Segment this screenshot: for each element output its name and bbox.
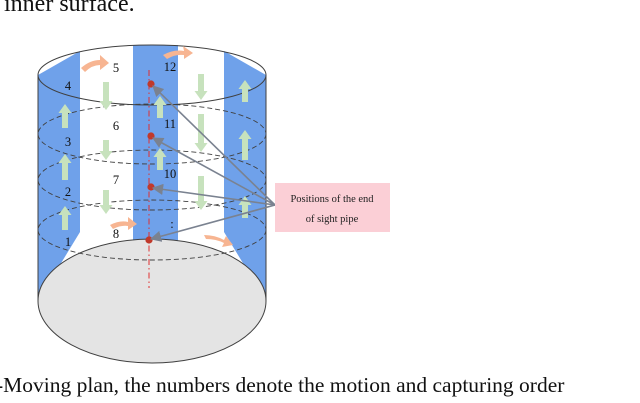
order-number-8: 8: [113, 227, 119, 241]
blue-strip-left: [38, 51, 80, 301]
level-ring-2: [37, 149, 267, 211]
cylinder-base: [37, 238, 267, 364]
pointer-line-1: [152, 85, 276, 206]
end-position-marker-3: [147, 183, 155, 191]
order-number-6: 6: [113, 119, 119, 133]
green-motion-arrow-1: [58, 206, 72, 230]
orange-arrow-top-left: [81, 55, 109, 72]
green-motion-arrow-13: [238, 130, 252, 160]
pointer-line-4: [149, 204, 276, 242]
figure-caption: -Moving plan, the numbers denote the mot…: [0, 373, 565, 397]
orange-arrow-bottom-left: [110, 217, 137, 230]
dashed-level-rings: [37, 103, 267, 261]
callout-box: [275, 183, 390, 232]
order-number-4: 4: [65, 79, 72, 93]
orange-transition-arrows: [81, 46, 233, 247]
order-numbers: 1 2 3 4 5 6 7 8 10 11 12 :: [65, 60, 176, 249]
green-motion-arrow-4: [99, 82, 113, 110]
pointer-line-2: [152, 137, 276, 206]
green-motion-arrow-5: [99, 140, 113, 160]
green-motion-arrow-12: [238, 80, 252, 102]
callout-label-line2: of sight pipe: [306, 214, 359, 225]
order-number-10: 10: [164, 167, 177, 181]
order-number-1: 1: [65, 235, 71, 249]
cylinder-moving-plan-diagram: Positions of the end of sight pipe 1 2 3…: [37, 44, 390, 364]
order-number-5: 5: [113, 61, 119, 75]
end-position-marker-4: [145, 236, 153, 244]
green-motion-arrow-3: [58, 104, 72, 128]
order-number-7: 7: [113, 173, 119, 187]
header-text-fragment: inner surface.: [4, 0, 135, 17]
green-motion-arrow-11: [194, 176, 208, 210]
stray-mark: :: [170, 217, 173, 231]
green-motion-arrow-8: [153, 96, 167, 118]
level-ring-3: [37, 199, 267, 261]
cylinder-outline: [37, 44, 267, 301]
order-number-3: 3: [65, 135, 71, 149]
green-motion-arrow-6: [99, 190, 113, 214]
order-number-2: 2: [65, 185, 71, 199]
green-motion-arrow-7: [153, 148, 167, 170]
callout-pointer-lines: [149, 85, 276, 242]
level-ring-1: [37, 103, 267, 165]
green-motion-arrow-2: [58, 154, 72, 180]
orange-arrow-top-center: [163, 46, 193, 59]
pointer-line-3: [151, 183, 276, 206]
sight-pipe-callout: Positions of the end of sight pipe: [275, 183, 390, 232]
order-number-12: 12: [164, 60, 177, 74]
order-number-11: 11: [164, 117, 176, 131]
green-motion-arrow-9: [194, 74, 208, 100]
callout-label-line1: Positions of the end: [290, 194, 374, 205]
orange-arrow-bottom-right: [204, 235, 233, 247]
